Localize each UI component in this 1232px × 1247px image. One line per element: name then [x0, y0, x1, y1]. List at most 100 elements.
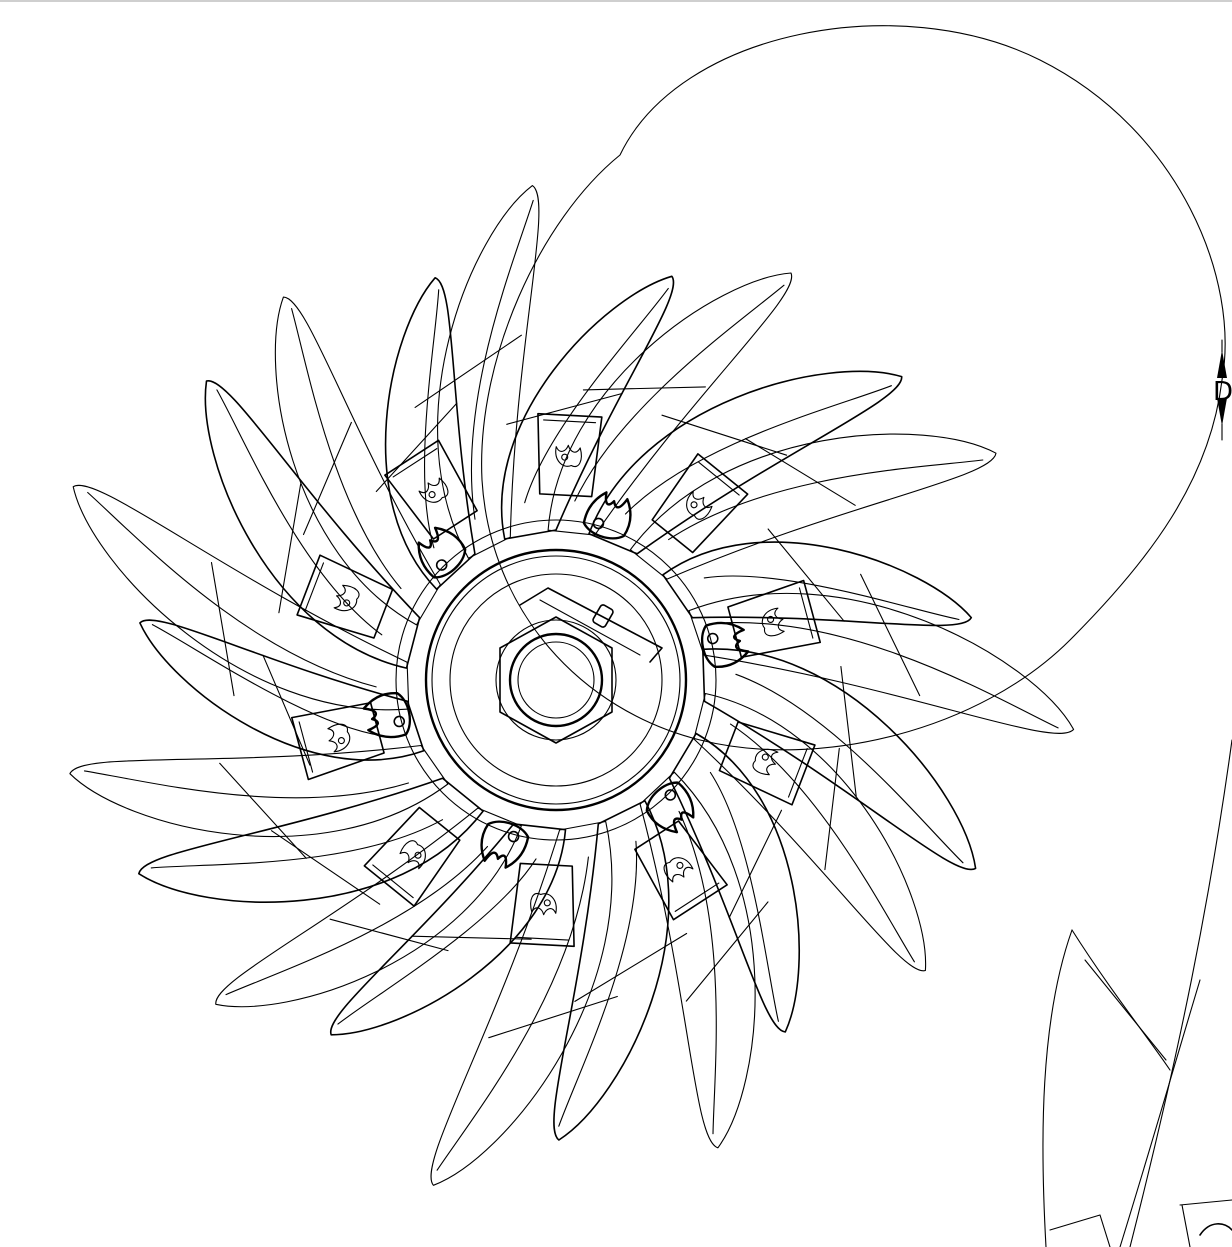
sheet-border	[0, 0, 1232, 2]
flame-2	[645, 781, 695, 834]
blade-facet-rear-3	[824, 747, 840, 871]
blade-crease-rear-6	[225, 845, 489, 996]
pad-edge	[787, 747, 808, 798]
blade-group-rear	[69, 185, 1075, 1186]
pad-edge	[698, 461, 740, 496]
blade-crease-rear-8	[87, 491, 377, 688]
pad-edge	[515, 936, 569, 941]
flame-1	[700, 621, 750, 668]
blade-crease-rear-5	[436, 856, 589, 1171]
pad-edge	[674, 882, 720, 912]
flame-hole	[393, 715, 406, 728]
blade-front-0	[500, 275, 675, 540]
blade-crease-front-10	[424, 289, 440, 549]
pad-logo-dot	[561, 453, 569, 461]
pad-0	[537, 412, 603, 498]
blade-crease-rear-1	[668, 459, 984, 541]
hub-assembly	[395, 519, 717, 841]
detail-label: D	[1213, 377, 1232, 407]
blade-facet-rear-5	[488, 995, 618, 1039]
blade-facet-front-10	[375, 402, 458, 493]
pad-logo-dot	[543, 899, 551, 907]
nut-bore-outer	[495, 619, 617, 741]
blade-facet-front-2	[767, 528, 845, 622]
blade-crease-rear-10	[470, 199, 534, 520]
pad-logo	[555, 444, 582, 468]
pad-logo-dot	[414, 851, 422, 859]
blade-facet-rear-6	[329, 918, 449, 952]
flame-5	[417, 526, 467, 579]
hub-ring-inner	[431, 555, 681, 805]
blade-facet-front-0	[506, 392, 623, 425]
blade-front-2	[662, 541, 973, 627]
blade-crease-rear-0	[574, 284, 785, 502]
flame-markers	[362, 491, 750, 869]
pad-outline	[651, 453, 749, 554]
blade-facet-rear-10	[414, 334, 522, 408]
adjacent-impeller-partial	[1042, 739, 1232, 1247]
pad-edge	[798, 587, 814, 639]
blade-rear-4	[639, 771, 756, 1149]
pad-logo-dot	[676, 861, 684, 869]
pad-outline	[634, 820, 728, 921]
blade-facet-rear-7	[219, 762, 307, 859]
flame-hole	[664, 789, 677, 801]
blade-crease-front-7	[150, 819, 444, 869]
pad-edge	[304, 562, 325, 613]
pad-3	[718, 721, 816, 806]
blade-facet-rear-0	[582, 386, 706, 391]
hub-ring-outer	[424, 548, 688, 812]
pad-edge	[543, 419, 597, 424]
pad-logo-dot	[767, 615, 775, 623]
pad-edge	[392, 448, 438, 478]
flame-3	[480, 820, 530, 869]
pad-logo-dot	[761, 753, 769, 761]
blade-crease-rear-7	[83, 770, 409, 799]
flame-outline	[417, 526, 467, 579]
pad-outline	[384, 439, 478, 540]
blade-facet-front-8	[262, 654, 311, 766]
blade-rear-9	[274, 296, 441, 626]
blade-front-3	[702, 648, 977, 871]
nut-bore-inner	[508, 632, 604, 728]
blade-front-9	[204, 380, 421, 669]
blade-facet-rear-8	[210, 562, 235, 697]
set-screw	[592, 604, 614, 628]
hub-plate-outer	[395, 519, 717, 841]
blade-facet-rear-2	[860, 573, 921, 697]
blade-front-8	[139, 619, 425, 761]
blade-rear-10	[437, 185, 540, 559]
flame-outline	[700, 621, 750, 668]
pad-outline	[718, 721, 816, 806]
pad-logo-dot	[337, 737, 345, 745]
blade-crease-front-9	[216, 389, 383, 636]
pad-edge	[298, 721, 314, 773]
blade-rear-3	[693, 692, 927, 972]
blade-pads	[290, 412, 822, 948]
pad-logo	[327, 723, 351, 753]
key-wedge	[519, 587, 663, 663]
blade-crease-rear-2	[726, 622, 1059, 729]
blade-crease-front-0	[524, 287, 669, 504]
blade-facet-rear-1	[744, 438, 856, 506]
blade-front-4	[668, 732, 801, 1033]
blade-crease-front-5	[558, 840, 638, 1127]
blade-facet-front-5	[574, 932, 688, 1002]
blade-facet-rear-9	[302, 421, 352, 536]
pad-logo	[333, 584, 360, 612]
pad-8	[296, 554, 394, 639]
blade-facet-front-4	[728, 809, 783, 919]
flame-outline	[582, 491, 632, 540]
flame-hole	[706, 632, 719, 645]
hub-collar	[449, 573, 663, 787]
blade-front-1	[588, 370, 903, 555]
flame-outline	[645, 781, 695, 834]
pad-logo-dot	[690, 501, 698, 509]
blade-rear-1	[629, 433, 997, 580]
blade-facet-front-3	[840, 665, 857, 797]
blade-crease-front-8	[151, 624, 386, 737]
blade-front-5	[553, 800, 670, 1141]
blade-crease-front-4	[709, 771, 779, 1022]
blade-facet-front-9	[278, 483, 302, 614]
pad-outline	[537, 412, 603, 498]
